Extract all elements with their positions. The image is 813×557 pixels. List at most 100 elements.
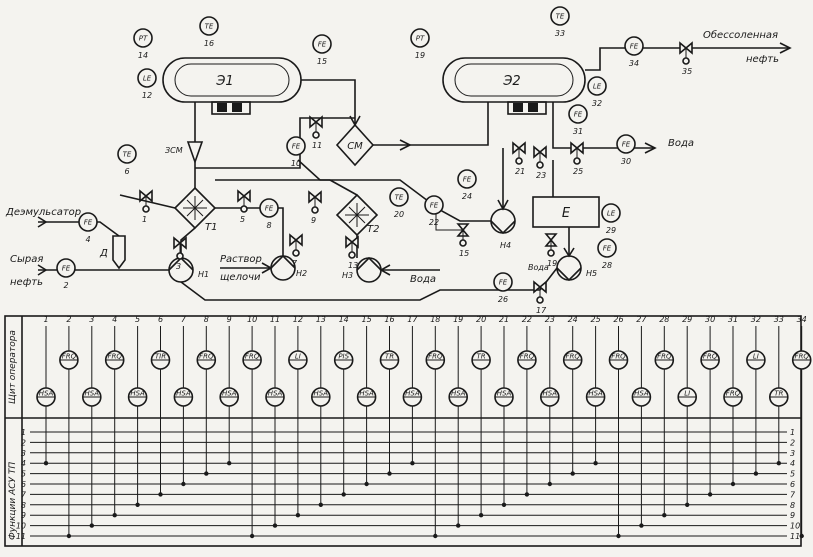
column-number: 20 xyxy=(476,315,486,324)
panel-column-32: 32 xyxy=(751,315,761,476)
stream-water-e: Вода xyxy=(528,263,549,272)
column-number: 14 xyxy=(339,315,349,324)
stream-lye-1: Раствор xyxy=(220,254,262,265)
valve-number: 5 xyxy=(240,215,245,224)
instrument-fe-24: FE 24 xyxy=(457,169,477,201)
column-number: 16 xyxy=(384,315,394,324)
panel-tag-hsa-25: HSA xyxy=(585,387,606,407)
instrument-number: 24 xyxy=(462,192,472,201)
column-number: 6 xyxy=(158,315,163,324)
instrument-tag: FE xyxy=(574,111,583,119)
panel-tag-tr-33: TR xyxy=(768,387,789,407)
mixing-valve-zsm: ЗСМ xyxy=(165,141,204,165)
panel-tag-label: FRQ xyxy=(794,353,809,361)
panel-column-4: 4 xyxy=(112,315,117,518)
function-number-right: 11 xyxy=(790,532,800,541)
instrument-tag: TE xyxy=(556,13,565,21)
panel-tag-pis-14: PIS xyxy=(333,350,354,370)
column-number: 18 xyxy=(430,315,440,324)
valve-number: 35 xyxy=(682,67,692,76)
instrument-tag: FE xyxy=(62,265,71,273)
instrument-number: 33 xyxy=(555,29,565,38)
column-number: 7 xyxy=(181,315,187,324)
instrument-number: 30 xyxy=(621,157,631,166)
panel-tag-label: HSA xyxy=(176,390,191,398)
instrument-tag: FE xyxy=(463,176,472,184)
instrument-tag: LE xyxy=(593,83,602,91)
instrument-te-6: TE6 xyxy=(117,144,137,176)
panel-tag-tr-20: TR xyxy=(471,350,491,370)
panel-tag-label: HSA xyxy=(588,390,603,398)
column-number: 11 xyxy=(270,315,280,324)
instrument-number: 20 xyxy=(394,210,404,219)
instrument-number: 8 xyxy=(266,221,271,230)
panel-tag-label: LI xyxy=(684,390,690,398)
instrument-tag: FE xyxy=(603,245,612,253)
instrument-number: 15 xyxy=(317,57,327,66)
panel-tag-label: FRQ xyxy=(199,353,214,361)
zsm-label: ЗСМ xyxy=(165,146,183,155)
panel-tag-label: HSA xyxy=(268,390,283,398)
column-number: 13 xyxy=(316,315,326,324)
panel-tag-label: TIR xyxy=(155,353,166,361)
function-number-left: 8 xyxy=(21,501,26,510)
heat-exchanger-t1: Т1 xyxy=(173,186,217,233)
panel-tag-hsa-15: HSA xyxy=(356,387,377,407)
panel-tag-hsa-23: HSA xyxy=(539,387,560,407)
function-number-left: 2 xyxy=(21,438,26,447)
valve-3: 3 xyxy=(173,236,187,271)
valve-number: 3 xyxy=(176,262,181,271)
column-number: 8 xyxy=(204,315,209,324)
panel-tag-label: FRQ xyxy=(62,353,77,361)
panel-tag-label: FRQ xyxy=(657,353,672,361)
d-label: Д xyxy=(99,248,108,259)
panel-tag-li-29: LI xyxy=(677,387,698,407)
column-number: 28 xyxy=(659,315,669,324)
panel-column-9: 9 xyxy=(227,315,232,466)
function-number-left: 1 xyxy=(21,428,26,437)
column-number: 12 xyxy=(293,315,303,324)
panel-column-25: 25 xyxy=(591,315,601,466)
column-number: 23 xyxy=(545,315,555,324)
column-number: 22 xyxy=(522,315,532,324)
stream-water-in: Вода xyxy=(410,274,436,285)
column-number: 24 xyxy=(568,315,578,324)
instrument-tag: LE xyxy=(143,75,152,83)
column-number: 33 xyxy=(774,315,784,324)
panel-tag-label: FRQ xyxy=(726,390,741,398)
valve-5: 5 xyxy=(237,189,251,224)
panel-column-33: 33 xyxy=(774,315,784,466)
panel-tag-label: FRQ xyxy=(428,353,443,361)
valve-number: 17 xyxy=(536,306,547,315)
instrument-number: 16 xyxy=(204,39,214,48)
function-number-left: 4 xyxy=(21,459,26,468)
instrument-tag: TE xyxy=(205,23,214,31)
valve-number: 15 xyxy=(459,249,469,258)
function-number-left: 3 xyxy=(21,449,26,458)
panel-column-24: 24 xyxy=(568,315,578,476)
panel-tag-label: HSA xyxy=(634,390,649,398)
valve-15: 15 xyxy=(456,223,470,258)
instrument-tag: FE xyxy=(430,202,439,210)
panel-tag-label: FRQ xyxy=(107,353,122,361)
instrument-number: 19 xyxy=(415,51,425,60)
instrument-number: 32 xyxy=(592,99,602,108)
panel-tag-label: HSA xyxy=(451,390,466,398)
function-number-right: 7 xyxy=(790,490,796,499)
valve-number: 21 xyxy=(515,167,525,176)
valve-19: 19 xyxy=(544,233,558,268)
tank-e: Е xyxy=(532,196,600,228)
panel-tag-label: LI xyxy=(753,353,759,361)
panel-column-17: 17 xyxy=(407,315,418,466)
instrument-tag: FE xyxy=(265,205,274,213)
panel-column-27: 27 xyxy=(636,315,647,528)
column-number: 21 xyxy=(499,315,509,324)
valve-number: 9 xyxy=(311,216,316,225)
panel-column-3: 3 xyxy=(89,315,94,528)
